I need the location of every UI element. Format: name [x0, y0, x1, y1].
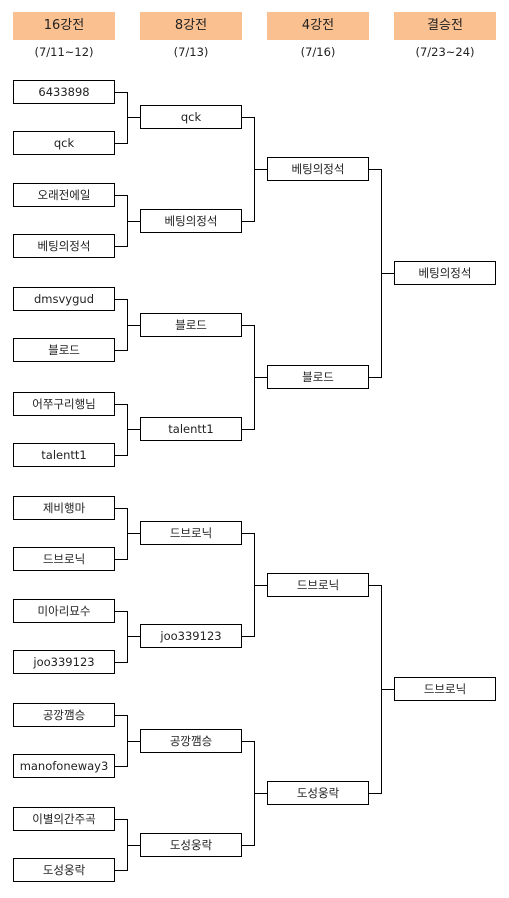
round-header-16: 16강전 — [13, 12, 115, 40]
qf-player-7: 공깡깸승 — [140, 729, 242, 753]
qf-player-8: 도성웅락 — [140, 833, 242, 857]
r16-player-9: 제비행마 — [13, 496, 115, 520]
round-header-final: 결승전 — [394, 12, 496, 40]
r16-player-2: qck — [13, 131, 115, 155]
qf-player-3: 블로드 — [140, 313, 242, 337]
r16-player-16: 도성웅락 — [13, 858, 115, 882]
round-header-4: 4강전 — [267, 12, 369, 40]
r16-player-10: 드브로닉 — [13, 547, 115, 571]
round-date-4: (7/16) — [300, 45, 336, 59]
round-date-final: (7/23~24) — [415, 45, 475, 59]
sf-player-1: 베팅의정석 — [267, 157, 369, 181]
final-player-1: 베팅의정석 — [394, 261, 496, 285]
r16-player-1: 6433898 — [13, 80, 115, 104]
qf-player-5: 드브로닉 — [140, 521, 242, 545]
r16-player-7: 어쭈구리행님 — [13, 392, 115, 416]
r16-player-14: manofoneway3 — [13, 754, 115, 778]
qf-player-2: 베팅의정석 — [140, 209, 242, 233]
r16-player-15: 이별의간주곡 — [13, 807, 115, 831]
qf-player-6: joo339123 — [140, 624, 242, 648]
qf-player-4: talentt1 — [140, 417, 242, 441]
round-date-8: (7/13) — [173, 45, 209, 59]
r16-player-12: joo339123 — [13, 650, 115, 674]
round-date-16: (7/11~12) — [34, 45, 94, 59]
final-player-2: 드브로닉 — [394, 677, 496, 701]
r16-player-3: 오래전에일 — [13, 183, 115, 207]
qf-player-1: qck — [140, 105, 242, 129]
r16-player-13: 공깡깸승 — [13, 703, 115, 727]
sf-player-3: 드브로닉 — [267, 573, 369, 597]
r16-player-11: 미아리묘수 — [13, 599, 115, 623]
r16-player-4: 베팅의정석 — [13, 234, 115, 258]
round-header-8: 8강전 — [140, 12, 242, 40]
r16-player-5: dmsvygud — [13, 287, 115, 311]
r16-player-8: talentt1 — [13, 443, 115, 467]
r16-player-6: 블로드 — [13, 338, 115, 362]
sf-player-4: 도성웅락 — [267, 781, 369, 805]
sf-player-2: 블로드 — [267, 365, 369, 389]
